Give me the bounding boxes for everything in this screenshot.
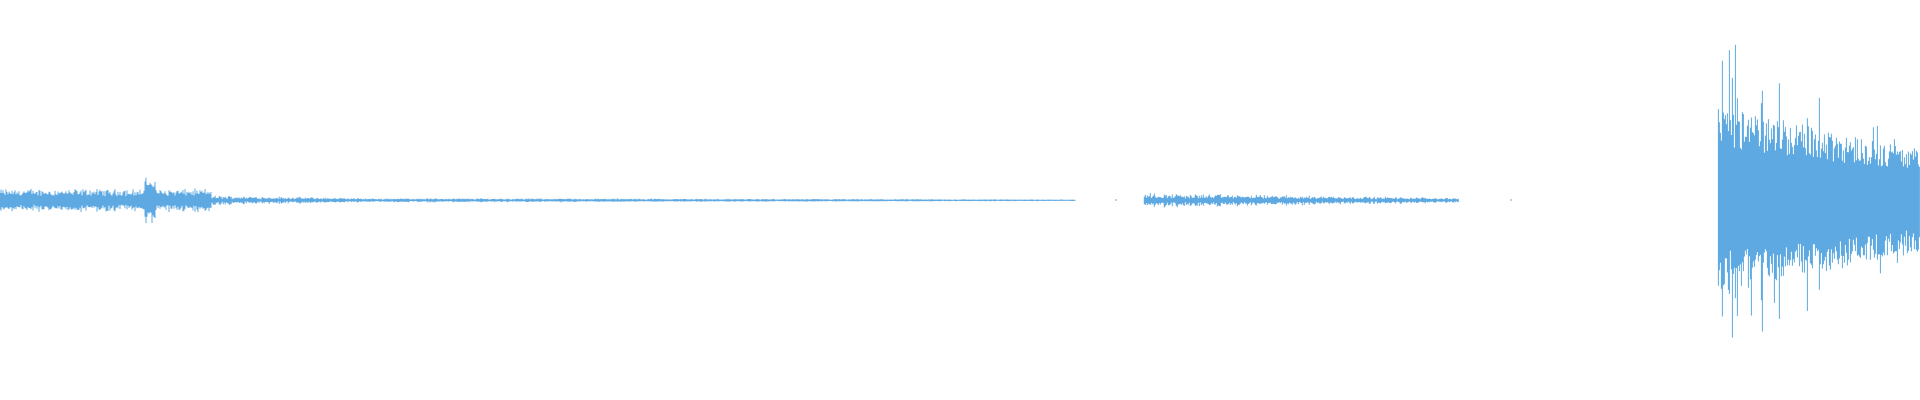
segment-decay-path: [210, 195, 384, 205]
segment-decay: [210, 195, 384, 205]
segment-loud-burst-path: [1717, 44, 1920, 338]
segment-intro-noise-path: [0, 177, 212, 224]
segment-second-burst-path: [1143, 193, 1459, 208]
segment-loud-burst: [1717, 44, 1920, 338]
segment-intro-noise: [0, 177, 212, 224]
waveform-lines: [0, 44, 1920, 338]
segment-quiet-tail: [383, 198, 1076, 203]
segment-quiet-tail-path: [383, 198, 1076, 203]
segment-second-burst: [1143, 193, 1459, 208]
